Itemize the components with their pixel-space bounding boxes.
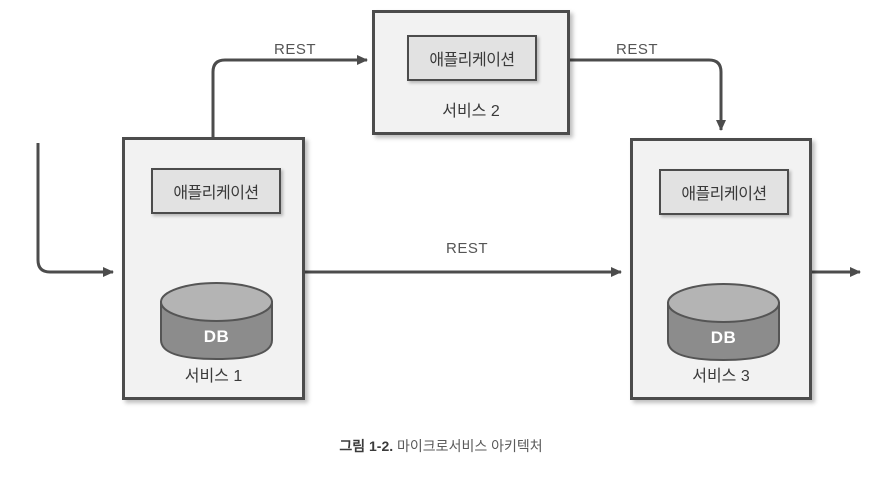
- service-label-service1: 서비스 1: [184, 368, 243, 385]
- edge-loopback-into-service1: [36, 143, 114, 277]
- app-box-service1[interactable]: 애플리케이션: [151, 168, 281, 214]
- service-label-service3: 서비스 3: [692, 368, 750, 385]
- app-box-service2[interactable]: 애플리케이션: [407, 35, 537, 81]
- figure-caption-text: 마이크로서비스 아키텍처: [397, 438, 543, 454]
- service-box-service3[interactable]: 애플리케이션 DB 서비스 3: [630, 138, 812, 400]
- db-cylinder-service1[interactable]: DB: [158, 280, 275, 362]
- service-box-service2[interactable]: 애플리케이션 서비스 2: [372, 10, 570, 135]
- app-box-label: 애플리케이션: [681, 186, 767, 203]
- db-label-service3: DB: [710, 328, 737, 347]
- app-box-service3[interactable]: 애플리케이션: [659, 169, 789, 215]
- app-box-label: 애플리케이션: [429, 52, 515, 69]
- figure-caption-number: 그림 1-2.: [339, 438, 394, 454]
- edge-label-rest-top-right: REST: [616, 41, 659, 58]
- edge-label-rest-middle: REST: [446, 240, 489, 257]
- db-cylinder-shape: [160, 282, 273, 361]
- edge-service2-to-service3-rest: [570, 58, 726, 131]
- edge-label-rest-top-left: REST: [274, 41, 317, 58]
- db-label-service1: DB: [203, 327, 230, 346]
- service-label-service2: 서비스 2: [442, 103, 500, 120]
- db-cylinder-shape: [667, 283, 780, 362]
- app-box-label: 애플리케이션: [173, 185, 259, 202]
- edge-service1-to-service2-rest: [211, 55, 368, 137]
- figure-caption: 그림 1-2. 마이크로서비스 아키텍처: [0, 436, 882, 456]
- db-cylinder-service3[interactable]: DB: [665, 281, 782, 363]
- service-box-service1[interactable]: 애플리케이션 DB 서비스 1: [122, 137, 305, 400]
